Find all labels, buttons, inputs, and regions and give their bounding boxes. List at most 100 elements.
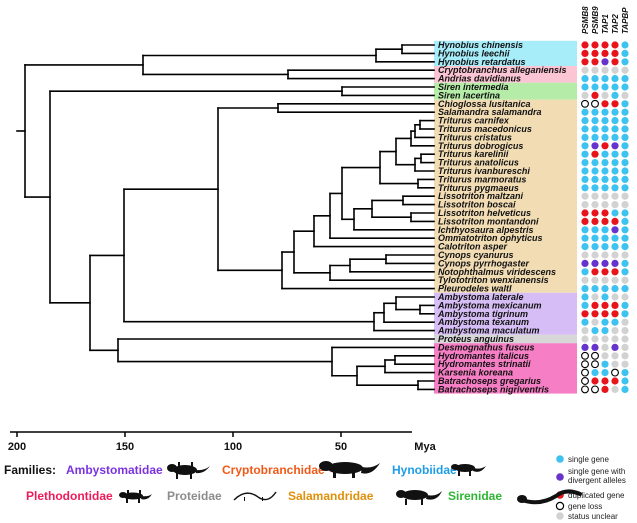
status-dot (591, 108, 599, 116)
status-dot-gene-loss (581, 368, 589, 377)
salamander-silhouette-icon (119, 490, 152, 503)
status-dot (591, 133, 599, 141)
status-dot (601, 377, 609, 385)
status-dot (611, 159, 619, 167)
status-dot (611, 318, 619, 326)
species-label: Ambystoma laterale (437, 292, 524, 302)
status-dot (581, 184, 589, 192)
status-dot (601, 369, 609, 377)
giant-salamander-silhouette-icon (319, 461, 380, 478)
status-dot (611, 125, 619, 133)
status-dot (591, 49, 599, 58)
status-dot (611, 150, 619, 158)
status-dot (581, 335, 589, 343)
status-dot (621, 150, 629, 158)
status-dot (581, 75, 589, 83)
species-label: Lissotriton helveticus (438, 208, 531, 218)
status-dot (611, 234, 619, 242)
species-label: Triturus macedonicus (438, 124, 532, 134)
status-dot (581, 293, 589, 301)
status-dot (601, 41, 609, 49)
status-dot (591, 201, 599, 209)
status-dot (581, 251, 589, 259)
status-dot (621, 243, 629, 251)
species-label: Hydromantes italicus (438, 351, 529, 361)
status-dot (591, 369, 599, 377)
legend-label: single gene (568, 455, 609, 464)
status-dot (581, 117, 589, 125)
status-dot (581, 276, 589, 284)
status-dot (611, 293, 619, 301)
family-band-plethodontidae (434, 343, 577, 394)
status-dot (621, 327, 629, 335)
family-band-ambystomatidae (434, 292, 577, 335)
family-band-sirenidae (434, 82, 577, 100)
status-dot (611, 352, 619, 360)
status-dot (621, 259, 629, 267)
status-dot (591, 192, 599, 200)
status-dot (581, 318, 589, 326)
legend-marker (556, 512, 564, 520)
status-dot (581, 150, 589, 158)
status-dot (621, 234, 629, 242)
status-dot (591, 268, 599, 276)
species-label: Siren intermedia (438, 82, 509, 92)
gene-header: PSMB9 (591, 6, 600, 34)
status-dot (611, 108, 619, 116)
status-dot-gene-loss (591, 351, 599, 360)
status-dot (591, 91, 599, 99)
status-dot (611, 335, 619, 343)
status-dot (581, 310, 589, 318)
family-band-cryptobranchidae (434, 66, 577, 83)
status-dot (621, 268, 629, 276)
status-dot-gene-loss (591, 360, 599, 369)
phylogenetic-tree (16, 44, 435, 391)
species-label: Ambystoma mexicanum (437, 300, 542, 310)
status-dot (591, 167, 599, 175)
families-header: Families: (4, 463, 56, 477)
legend-marker (556, 455, 564, 463)
family-name: Salamandridae (288, 489, 374, 503)
species-label: Ommatotriton ophyticus (438, 233, 543, 243)
status-dot (581, 66, 589, 74)
species-label: Proteus anguinus (438, 334, 514, 344)
status-dot (611, 259, 619, 267)
families-legend: Families: Ambystomatidae Cryptobranchida… (4, 461, 582, 505)
status-dot-gene-loss (581, 377, 589, 385)
status-dot (591, 285, 599, 293)
status-dot (621, 377, 629, 385)
status-dot (611, 66, 619, 74)
status-dot (611, 285, 619, 293)
species-label: Triturus ivanbureschi (438, 166, 530, 176)
status-dot (611, 201, 619, 209)
status-dot (611, 49, 619, 58)
status-dot (581, 234, 589, 242)
status-dot (591, 217, 599, 225)
salamander-silhouette-icon (167, 462, 210, 479)
status-dot (611, 83, 619, 91)
status-dot (611, 327, 619, 335)
olm-silhouette-icon (233, 491, 277, 501)
species-label: Hynobius leechii (438, 48, 510, 58)
status-dot (621, 108, 629, 116)
species-label: Ambystoma texanum (437, 317, 529, 327)
status-dot (581, 217, 589, 225)
status-dot (591, 58, 599, 66)
status-dot (611, 217, 619, 225)
status-dot (601, 318, 609, 326)
status-dot (581, 343, 589, 351)
status-dot (611, 100, 619, 108)
status-dot (591, 251, 599, 259)
species-label: Triturus pygmaeus (438, 183, 519, 193)
salamander-silhouette-icon (451, 464, 486, 476)
status-dot (591, 318, 599, 326)
status-dot (621, 310, 629, 318)
status-dot (621, 49, 629, 58)
status-dot (601, 175, 609, 183)
status-dot (591, 159, 599, 167)
status-dot (611, 175, 619, 183)
species-label: Tylototriton wenxianensis (438, 275, 549, 285)
status-dot (581, 243, 589, 251)
status-dot (611, 75, 619, 83)
